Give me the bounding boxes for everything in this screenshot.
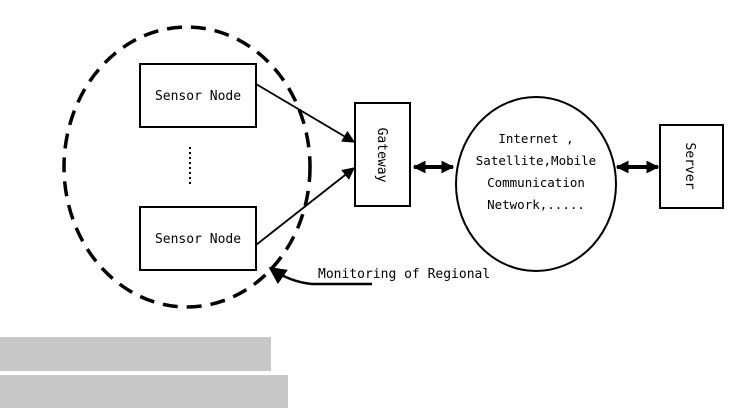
region-callout-arrow — [268, 266, 372, 286]
arrow-top-to-gateway — [255, 83, 356, 143]
network-line-4: Network,..... — [487, 197, 585, 212]
region-caption: Monitoring of Regional — [318, 267, 490, 282]
server-box: Server — [659, 124, 724, 209]
network-line-2: Satellite,Mobile — [476, 153, 596, 168]
monitoring-region-boundary — [62, 25, 312, 309]
gateway-box: Gateway — [354, 102, 411, 207]
network-line-3: Communication — [487, 175, 585, 190]
sensor-node-top-label: Sensor Node — [155, 89, 241, 104]
arrow-bottom-to-gateway — [255, 167, 355, 246]
sensor-node-bottom-label: Sensor Node — [155, 232, 241, 247]
network-line-1: Internet , — [498, 131, 573, 146]
gateway-label: Gateway — [374, 128, 389, 183]
sensor-node-top: Sensor Node — [139, 63, 257, 128]
network-cloud: Internet , Satellite,Mobile Communicatio… — [455, 96, 617, 272]
gray-bar-1 — [0, 337, 271, 371]
sensor-node-bottom: Sensor Node — [139, 206, 257, 271]
gray-bar-2 — [0, 375, 288, 408]
server-label: Server — [682, 143, 697, 190]
